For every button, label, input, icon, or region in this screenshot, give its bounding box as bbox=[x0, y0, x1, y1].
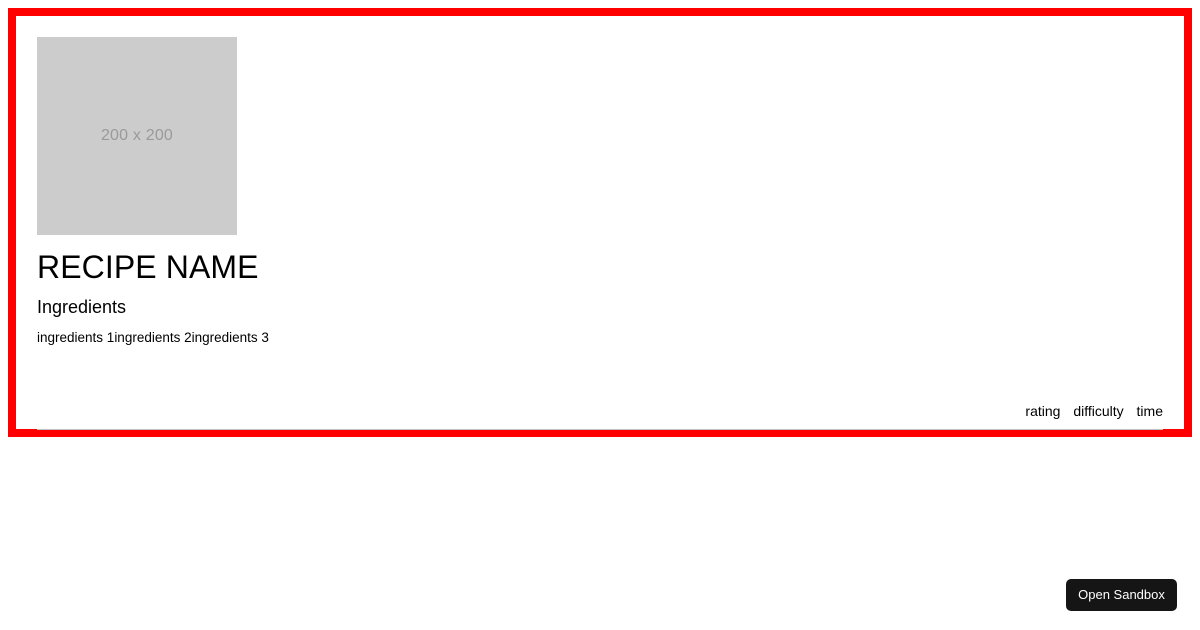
recipe-divider bbox=[37, 429, 1163, 430]
open-sandbox-button[interactable]: Open Sandbox bbox=[1066, 579, 1177, 611]
recipe-meta-row: rating difficulty time bbox=[37, 403, 1163, 420]
ingredient-item: ingredients 2 bbox=[114, 330, 192, 345]
recipe-card-body: 200 x 200 RECIPE NAME Ingredients ingred… bbox=[16, 16, 1184, 430]
recipe-rating-label: rating bbox=[1025, 403, 1061, 419]
recipe-title: RECIPE NAME bbox=[37, 249, 259, 285]
recipe-image-placeholder: 200 x 200 bbox=[37, 37, 237, 235]
recipe-card-frame: 200 x 200 RECIPE NAME Ingredients ingred… bbox=[8, 8, 1192, 437]
ingredients-list: ingredients 1ingredients 2ingredients 3 bbox=[37, 329, 1163, 346]
ingredient-item: ingredients 3 bbox=[191, 330, 269, 345]
recipe-time-label: time bbox=[1136, 403, 1163, 419]
recipe-difficulty-label: difficulty bbox=[1073, 403, 1124, 419]
ingredient-item: ingredients 1 bbox=[37, 330, 115, 345]
recipe-text-block: RECIPE NAME Ingredients ingredients 1ing… bbox=[37, 248, 1163, 346]
ingredients-heading: Ingredients bbox=[37, 297, 127, 317]
image-placeholder-label: 200 x 200 bbox=[100, 127, 174, 144]
